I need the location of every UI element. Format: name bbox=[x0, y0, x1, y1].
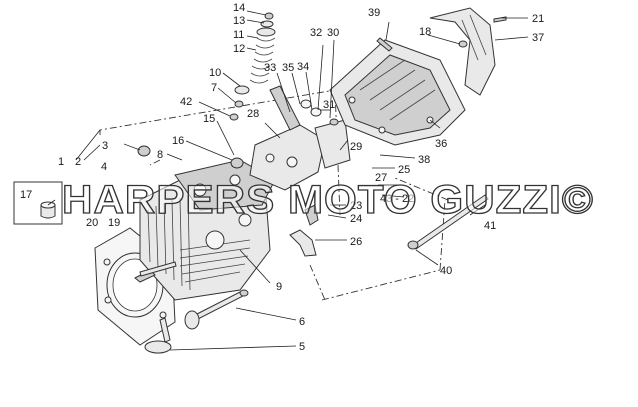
valve-5 bbox=[144, 317, 172, 354]
callout-10: 10 bbox=[209, 67, 221, 79]
callout-12: 12 bbox=[233, 43, 245, 55]
callout-17: 17 bbox=[20, 189, 32, 201]
callout-18: 18 bbox=[419, 26, 431, 38]
callout-41: 41 bbox=[484, 220, 496, 232]
callout-15: 15 bbox=[203, 113, 215, 125]
watermark-text: HARPERS MOTO GUZZI© bbox=[62, 178, 594, 222]
callout-16: 16 bbox=[172, 135, 184, 147]
callout-40: 40 bbox=[440, 265, 452, 277]
callout-37: 37 bbox=[532, 32, 544, 44]
stud-19 bbox=[139, 261, 177, 277]
callout-24: 24 bbox=[350, 213, 362, 225]
rocker-cover bbox=[329, 39, 466, 146]
callout-6: 6 bbox=[299, 316, 305, 328]
callout-20: 20 bbox=[86, 217, 98, 229]
callout-8: 8 bbox=[157, 149, 163, 161]
callout-21: 21 bbox=[532, 13, 544, 25]
callout-13: 13 bbox=[233, 15, 245, 27]
bolt-18 bbox=[458, 40, 468, 48]
washer-40 bbox=[407, 240, 419, 250]
callout-29: 29 bbox=[350, 141, 362, 153]
rocker-assembly bbox=[230, 85, 351, 257]
callout-25: 25 bbox=[398, 164, 410, 176]
bolt-39 bbox=[376, 37, 393, 52]
callout-5: 5 bbox=[299, 341, 305, 353]
callout-7: 7 bbox=[211, 82, 217, 94]
callout-1: 1 bbox=[58, 156, 64, 168]
callout-14: 14 bbox=[233, 2, 245, 14]
callout-34: 34 bbox=[297, 61, 309, 73]
callout-2: 2 bbox=[75, 156, 81, 168]
callout-19: 19 bbox=[108, 217, 120, 229]
callout-9: 9 bbox=[276, 281, 282, 293]
callout-43-22: 43 - 22 bbox=[380, 193, 414, 205]
callout-4: 4 bbox=[101, 161, 107, 173]
callout-35: 35 bbox=[282, 62, 294, 74]
callout-26: 26 bbox=[350, 236, 362, 248]
callout-31: 31 bbox=[323, 99, 335, 111]
bolt-3 bbox=[137, 145, 151, 157]
callout-11: 11 bbox=[233, 29, 244, 41]
callout-27: 27 bbox=[375, 172, 387, 184]
callout-39: 39 bbox=[368, 7, 380, 19]
part-17-box bbox=[13, 181, 63, 225]
valve-spring-stack bbox=[229, 12, 276, 121]
callout-38: 38 bbox=[418, 154, 430, 166]
callout-42: 42 bbox=[180, 96, 192, 108]
callout-23: 23 bbox=[350, 200, 362, 212]
callout-30: 30 bbox=[327, 27, 339, 39]
callout-3: 3 bbox=[102, 140, 108, 152]
callout-28: 28 bbox=[247, 108, 259, 120]
callout-32: 32 bbox=[310, 27, 322, 39]
callout-labels: 14 13 11 12 10 7 42 15 16 28 3 8 1 2 4 1… bbox=[20, 2, 544, 353]
callout-36: 36 bbox=[435, 138, 447, 150]
leader-lines bbox=[47, 10, 529, 351]
callout-33: 33 bbox=[264, 62, 276, 74]
valve-6 bbox=[184, 289, 249, 330]
heat-shield bbox=[429, 7, 496, 96]
